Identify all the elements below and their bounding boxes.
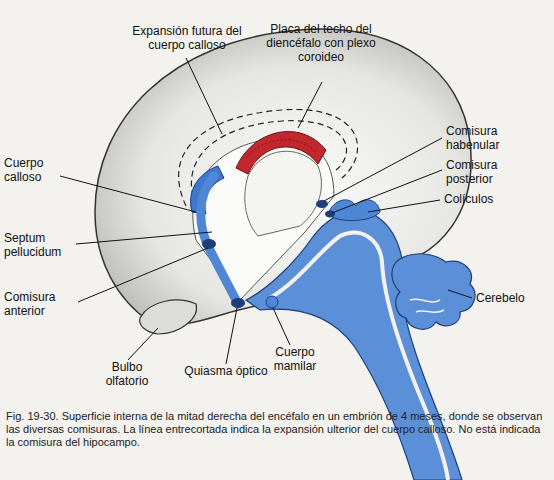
part-label: Cuerpo calloso [4,156,74,184]
olfactory-bulb [140,300,197,334]
cerebellum-folia [410,299,444,312]
figure-caption: Fig. 19-30. Superficie interna de la mit… [6,410,548,449]
part-label: Colículos [444,192,534,206]
leader-lines [60,58,472,364]
anterior-commissure [202,239,216,249]
lamina-terminalis [201,176,238,304]
part-label: Bulbo olfatorio [92,360,162,388]
part-label: Cuerpo mamilar [260,345,330,373]
part-label: Placa del techo del diencéfalo con plexo… [262,22,380,64]
commissure [316,200,328,208]
thalamus [245,151,322,236]
part-label: Comisura posterior [446,158,526,186]
colliculi [328,200,380,221]
part-label: Expansión futura del cuerpo calloso [128,24,246,52]
part-label: Comisura habenular [446,124,526,152]
cerebellum [392,254,475,330]
part-label: Cerebelo [476,291,550,305]
part-label: Comisura anterior [4,290,80,318]
part-label: Septum pellucidum [4,231,80,259]
brainstem [246,212,462,480]
mammillary-body [266,296,278,308]
part-label: Quiasma óptico [176,364,276,378]
optic-chiasm [231,298,245,308]
commissure [325,211,335,218]
